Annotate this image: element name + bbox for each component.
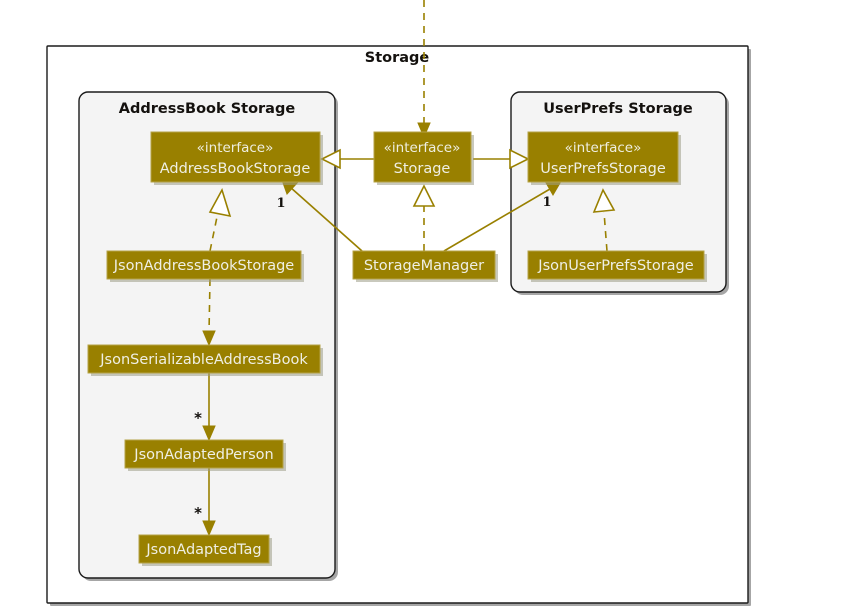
class-json-address-book-storage[interactable]: JsonAddressBookStorage: [106, 250, 304, 282]
class-storage[interactable]: «interface» Storage: [373, 131, 474, 185]
package-userprefs-storage-title: UserPrefs Storage: [543, 101, 693, 117]
class-json-serializable-address-book-name: JsonSerializableAddressBook: [99, 352, 308, 368]
connector-storagemanager-to-storage: [412, 184, 436, 251]
connector-jsonaddressbookstorage-to-jsonserializableaddressbook: [202, 278, 216, 347]
multiplicity-userprefs-1: 1: [542, 195, 551, 210]
class-storage-stereotype: «interface»: [384, 140, 461, 156]
connector-jsonadaptedperson-to-jsonadaptedtag: *: [194, 467, 216, 537]
multiplicity-person-star: *: [194, 409, 202, 427]
class-json-adapted-tag[interactable]: JsonAdaptedTag: [138, 534, 272, 566]
class-user-prefs-storage-name: UserPrefsStorage: [540, 161, 666, 177]
class-address-book-storage-stereotype: «interface»: [197, 140, 274, 156]
connector-jsonuserprefsstorage-to-userprefsstorage: [592, 188, 616, 252]
class-json-address-book-storage-name: JsonAddressBookStorage: [113, 258, 295, 274]
class-json-serializable-address-book[interactable]: JsonSerializableAddressBook: [87, 344, 323, 376]
class-json-adapted-tag-name: JsonAdaptedTag: [145, 542, 261, 558]
multiplicity-tag-star: *: [194, 504, 202, 522]
package-storage-title: Storage: [365, 50, 430, 66]
connector-storage-to-addressbookstorage: [320, 148, 374, 170]
class-json-user-prefs-storage-name: JsonUserPrefsStorage: [537, 258, 693, 274]
connector-jsonaddressbookstorage-to-addressbookstorage: [208, 187, 232, 252]
class-user-prefs-storage-stereotype: «interface»: [565, 140, 642, 156]
class-storage-manager-name: StorageManager: [364, 258, 484, 274]
connector-jsonserializableaddressbook-to-jsonadaptedperson: *: [194, 372, 216, 442]
class-json-adapted-person[interactable]: JsonAdaptedPerson: [124, 439, 286, 471]
class-address-book-storage-name: AddressBookStorage: [160, 161, 311, 177]
connector-storage-to-userprefsstorage: [473, 148, 530, 170]
connector-external-to-storage: [417, 0, 431, 139]
class-json-adapted-person-name: JsonAdaptedPerson: [133, 447, 273, 463]
class-user-prefs-storage[interactable]: «interface» UserPrefsStorage: [527, 131, 681, 185]
class-json-user-prefs-storage[interactable]: JsonUserPrefsStorage: [527, 250, 707, 282]
package-addressbook-storage-title: AddressBook Storage: [119, 101, 296, 117]
class-storage-manager[interactable]: StorageManager: [352, 250, 498, 282]
class-address-book-storage[interactable]: «interface» AddressBookStorage: [150, 131, 323, 185]
multiplicity-addressbook-1: 1: [276, 196, 285, 211]
class-storage-name: Storage: [394, 161, 451, 177]
